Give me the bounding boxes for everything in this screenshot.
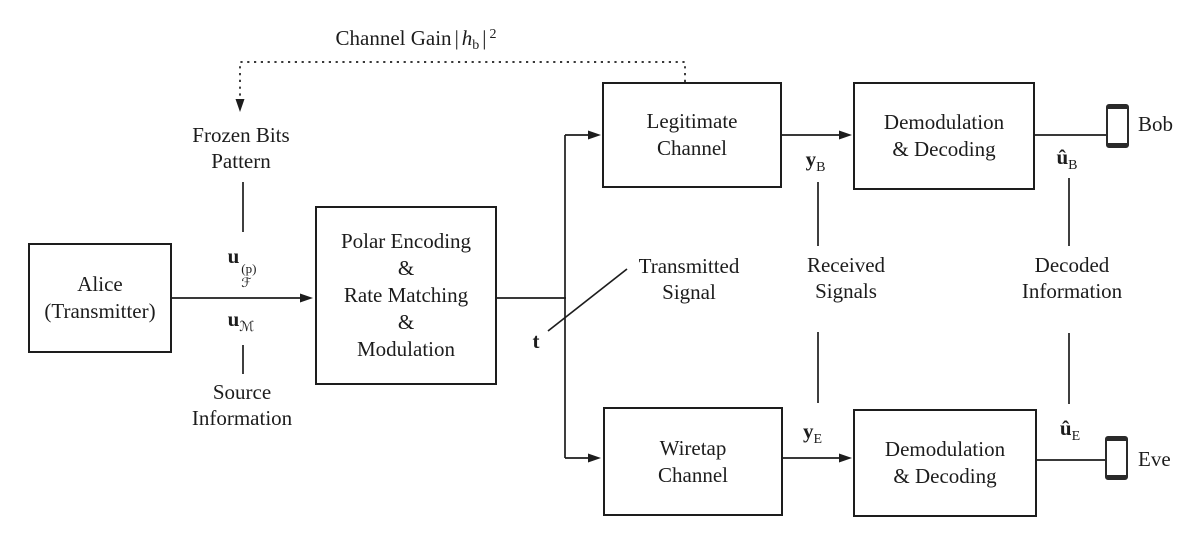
arrow-to-wiretap-channel [565,453,601,463]
channel-gain-feedback-arrow [235,61,686,112]
u-message-label: uℳ [227,307,255,335]
u-hat-e-label: ûE [1059,416,1081,444]
frozen-bits-pattern-label: Frozen Bits Pattern [192,123,290,173]
demod-top-box-label: Demodulation [883,110,1005,134]
encoder-box-label: Polar Encoding [340,229,472,253]
alice-transmitter-box: Alice (Transmitter) [28,243,172,353]
eve-phone-icon [1105,436,1128,480]
u-frozen-label: u(p)ℱ [227,244,257,291]
legitimate-channel-box: Legitimate Channel [602,82,782,188]
demodulation-decoding-top-box: Demodulation & Decoding [853,82,1035,190]
arrow-wiretap-to-demod [783,453,852,463]
arrow-legitimate-to-demod [782,130,852,140]
u-hat-b-label: ûB [1056,145,1078,173]
alice-box-label: Alice [77,272,123,296]
received-signals-label: Received Signals [806,253,886,303]
bob-phone-icon [1106,104,1129,148]
arrow-alice-to-encoder [172,293,313,303]
t-label: t [532,329,540,353]
eve-label: Eve [1138,447,1171,471]
arrow-to-legitimate-channel [565,130,601,140]
bob-label: Bob [1138,112,1174,136]
y-b-label: yB [805,147,826,175]
source-information-label: Source Information [191,380,293,430]
polar-encoder-box: Polar Encoding & Rate Matching & Modulat… [315,206,497,385]
transmitted-signal-leader-line [547,268,628,332]
y-e-label: yE [802,419,823,447]
decoded-information-label: Decoded Information [1021,253,1123,303]
legitimate-box-label: Legitimate [646,109,738,133]
demod-bottom-box-label: Demodulation [884,437,1006,461]
wiretap-box-label: Wiretap [659,435,727,460]
channel-gain-label: Channel Gain|hb|2 [335,26,497,53]
demodulation-decoding-bottom-box: Demodulation & Decoding [853,409,1037,517]
transmitted-signal-label: Transmitted Signal [638,254,740,304]
wiretap-channel-box: Wiretap Channel [603,407,783,516]
